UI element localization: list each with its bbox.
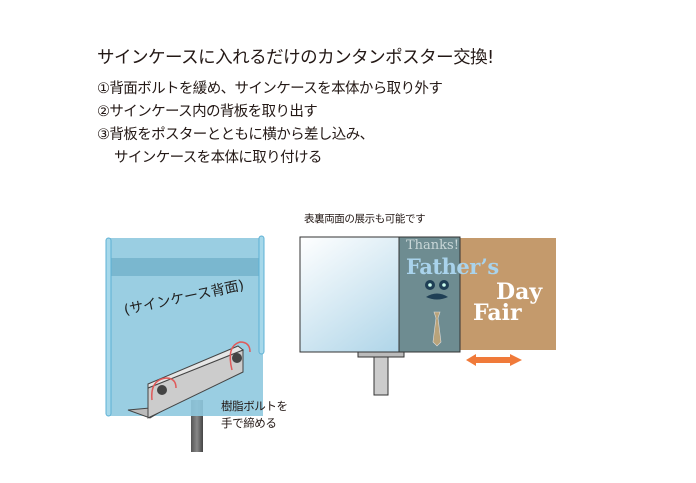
step-3-continued: サインケースを本体に取り付ける [114, 150, 322, 166]
double-sided-display-illustration [299, 236, 556, 396]
poster-fair: Fair [473, 300, 522, 326]
poster-fathers: Father’s [406, 254, 499, 279]
poster-day: Day [496, 279, 543, 305]
step-2: ②サインケース内の背板を取り出す [97, 104, 318, 120]
poster-thanks: Thanks! [406, 238, 459, 253]
double-sided-note: 表裏両面の展示も可能です [304, 213, 426, 225]
bolt-note-line2: 手で締める [221, 416, 277, 430]
step-3: ③背板をポスターとともに横から差し込み、 [97, 127, 374, 143]
sign-case-back-illustration [105, 235, 265, 452]
page-title: サインケースに入れるだけのカンタンポスター交換! [97, 48, 494, 68]
bolt-note-line1: 樹脂ボルトを [221, 399, 288, 413]
bolt-note: 樹脂ボルトを 手で締める [221, 398, 288, 432]
step-1: ①背面ボルトを緩め、サインケースを本体から取り外す [97, 81, 443, 97]
